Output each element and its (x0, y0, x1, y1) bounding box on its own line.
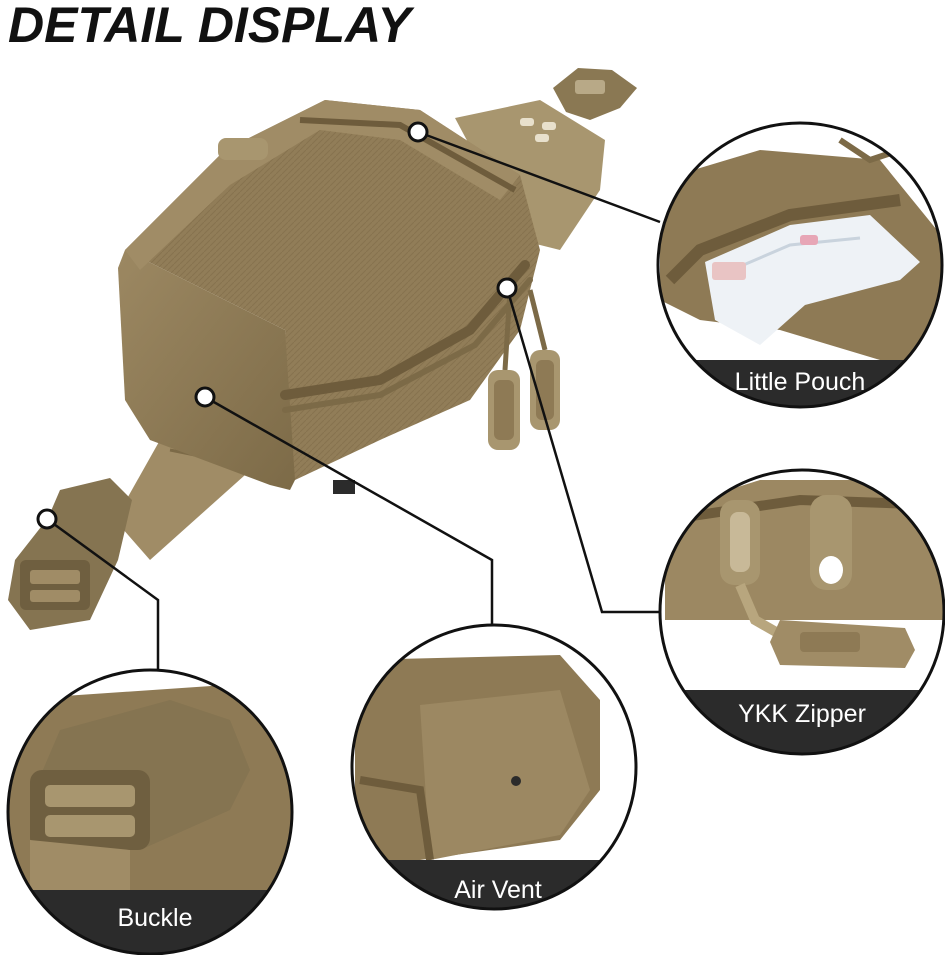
leader-dots (36, 121, 518, 530)
pouch-marker-icon (407, 121, 429, 143)
callout-label-ykk-zipper: YKK Zipper (738, 700, 866, 728)
page-title: DETAIL DISPLAY (8, 0, 411, 53)
top-buckle (553, 68, 637, 120)
leader-lines (46, 130, 668, 672)
callout-label-buckle: Buckle (117, 904, 193, 932)
callout-ykk-zipper (658, 468, 945, 756)
vent-marker-icon (194, 386, 216, 408)
side-buckle (8, 478, 132, 630)
main-bag (8, 68, 637, 630)
callout-buckle (6, 668, 294, 955)
air-vent-hole-icon (511, 776, 521, 786)
zipper-marker-icon (496, 277, 518, 299)
callout-air-vent (350, 623, 638, 911)
callout-label-little-pouch: Little Pouch (734, 368, 866, 396)
callout-label-air-vent: Air Vent (454, 876, 542, 904)
buckle-marker-icon (36, 508, 58, 530)
callout-little-pouch (656, 121, 944, 409)
